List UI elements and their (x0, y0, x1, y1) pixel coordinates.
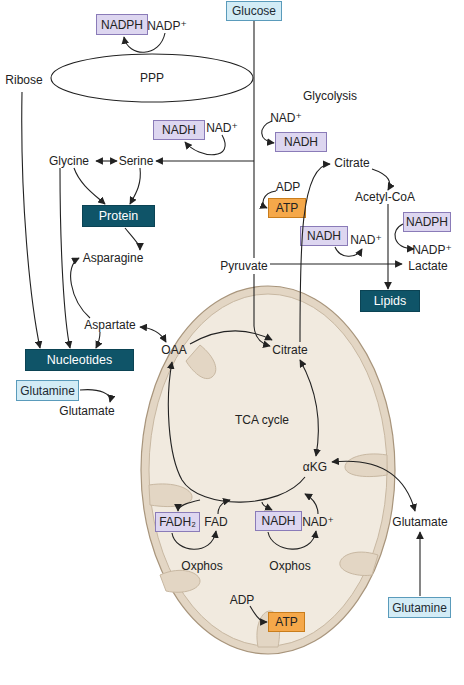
pathway-arrow (130, 168, 140, 204)
node-label: ATP (275, 616, 297, 628)
crista (186, 345, 216, 379)
node-label: NADH (284, 136, 318, 148)
node-label: Glucose (232, 5, 276, 17)
metabolite-label: TCA cycle (235, 414, 289, 426)
inner-membrane (149, 294, 387, 646)
pathway-arrow (74, 168, 105, 204)
pathway-arrow (60, 168, 70, 348)
crista (340, 552, 378, 575)
pathway-arrow (270, 263, 402, 264)
product-box: Protein (82, 205, 155, 227)
node-label: FADH₂ (159, 516, 196, 528)
cofactor-box: NADH (153, 120, 205, 140)
metabolite-label: Citrate (334, 157, 369, 169)
metabolite-label: NADP⁺ (412, 244, 452, 256)
metabolite-label: Aspartate (84, 319, 135, 331)
energy-box: ATP (268, 612, 305, 632)
pathway-arrow (22, 92, 40, 348)
node-label: Glutamine (20, 385, 75, 397)
metabolite-label: NAD⁺ (302, 516, 334, 528)
metabolite-label: Serine (119, 155, 154, 167)
pathway-arrow (140, 327, 166, 342)
nutrient-box: Glutamine (16, 380, 79, 401)
node-label: NADPH (101, 19, 143, 31)
pathway-arrow (125, 228, 140, 250)
cofactor-box: NADPH (96, 14, 148, 35)
outer-membrane (141, 286, 395, 654)
mitochondrion-outline (140, 285, 396, 655)
pathway-arrow (372, 169, 390, 190)
metabolite-label: Glycolysis (303, 90, 357, 102)
metabolite-label: NAD⁺ (206, 122, 238, 134)
glycolysis-line (253, 21, 254, 258)
pathway-loop: PPP (50, 53, 254, 103)
metabolite-label: ADP (276, 181, 301, 193)
metabolite-label: Oxphos (269, 560, 310, 572)
pathway-arrow (387, 204, 388, 289)
pathway-arrow (124, 33, 165, 52)
metabolite-label: Glutamate (392, 516, 447, 528)
pathway-arrow (156, 160, 254, 161)
crista (160, 570, 200, 592)
pathway-arrow (419, 532, 420, 596)
metabolite-label: Glycine (49, 155, 89, 167)
metabolite-label: OAA (161, 344, 186, 356)
loop-ellipse (51, 54, 253, 102)
metabolite-label: Oxphos (181, 560, 222, 572)
metabolite-label: NAD⁺ (270, 112, 302, 124)
metabolite-label: Asparagine (83, 252, 144, 264)
metabolite-label: FAD (204, 516, 227, 528)
pathway-name: PPP (140, 72, 164, 84)
metabolite-label: αKG (303, 461, 327, 473)
cofactor-box: NADH (275, 132, 327, 152)
cofactor-box: NADH (300, 226, 348, 246)
metabolite-label: NADP⁺ (147, 20, 187, 32)
node-label: NADPH (406, 216, 448, 228)
product-box: Lipids (360, 290, 420, 312)
product-box: Nucleotides (25, 349, 134, 371)
cofactor-box: NADPH (403, 212, 451, 232)
metabolite-label: Lactate (408, 260, 447, 272)
node-label: ATP (276, 202, 298, 214)
pathway-arrow (80, 390, 110, 402)
energy-box: ATP (268, 198, 306, 218)
metabolite-label: Pyruvate (220, 260, 267, 272)
mitochondrion: OAA CitrateTCA cycle αKG FAD NAD⁺ Oxphos Oxpho… (140, 285, 396, 655)
metabolite-label: Glutamate (59, 405, 114, 417)
node-label: Nucleotides (47, 354, 112, 367)
cofactor-box: NADH (255, 511, 302, 531)
node-label: NADH (162, 124, 196, 136)
node-label: Lipids (374, 295, 407, 308)
metabolite-label: Ribose (5, 74, 42, 86)
pathway-arrow (96, 332, 100, 348)
node-label: NADH (261, 515, 295, 527)
node-label: Protein (99, 210, 139, 223)
pathway-arrow (71, 258, 90, 318)
metabolite-label: Acetyl-CoA (355, 191, 415, 203)
metabolite-label: NAD⁺ (350, 234, 382, 246)
crista (345, 454, 387, 477)
pathway-arrow (262, 121, 274, 143)
metabolite-label: Citrate (272, 344, 307, 356)
cofactor-box: FADH₂ (155, 512, 200, 532)
pathway-arrow (96, 160, 117, 161)
nutrient-box: Glutamine (388, 597, 451, 618)
node-label: Glutamine (392, 602, 447, 614)
metabolite-label: ADP (230, 594, 255, 606)
pathway-arrow (335, 247, 362, 256)
node-label: NADH (307, 230, 341, 242)
nutrient-box: Glucose (226, 1, 282, 21)
crista (149, 484, 192, 507)
